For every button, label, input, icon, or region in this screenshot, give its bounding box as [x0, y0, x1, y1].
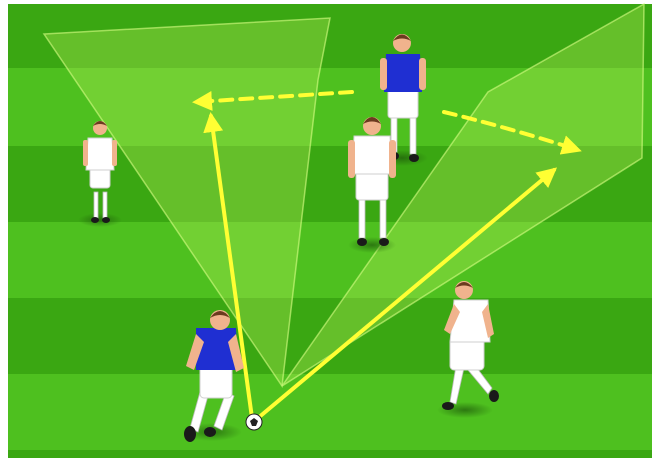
shadow: [78, 213, 122, 227]
grass-pitch: [8, 4, 652, 458]
player-white-left: [83, 121, 117, 223]
player-blue-ball-carrier: [184, 310, 244, 442]
pass-to-left: [203, 112, 254, 420]
run-right-dashed: [442, 110, 582, 155]
player-white-right: [442, 281, 499, 410]
player-white-centre: [348, 117, 396, 246]
passing-zone-left: [42, 17, 331, 389]
player-blue-top: [380, 34, 426, 162]
run-left-dashed: [192, 90, 354, 111]
passing-zone-right: [281, 2, 645, 387]
football-icon: [245, 413, 263, 431]
pass-to-right: [256, 167, 558, 420]
shadow: [348, 237, 396, 253]
